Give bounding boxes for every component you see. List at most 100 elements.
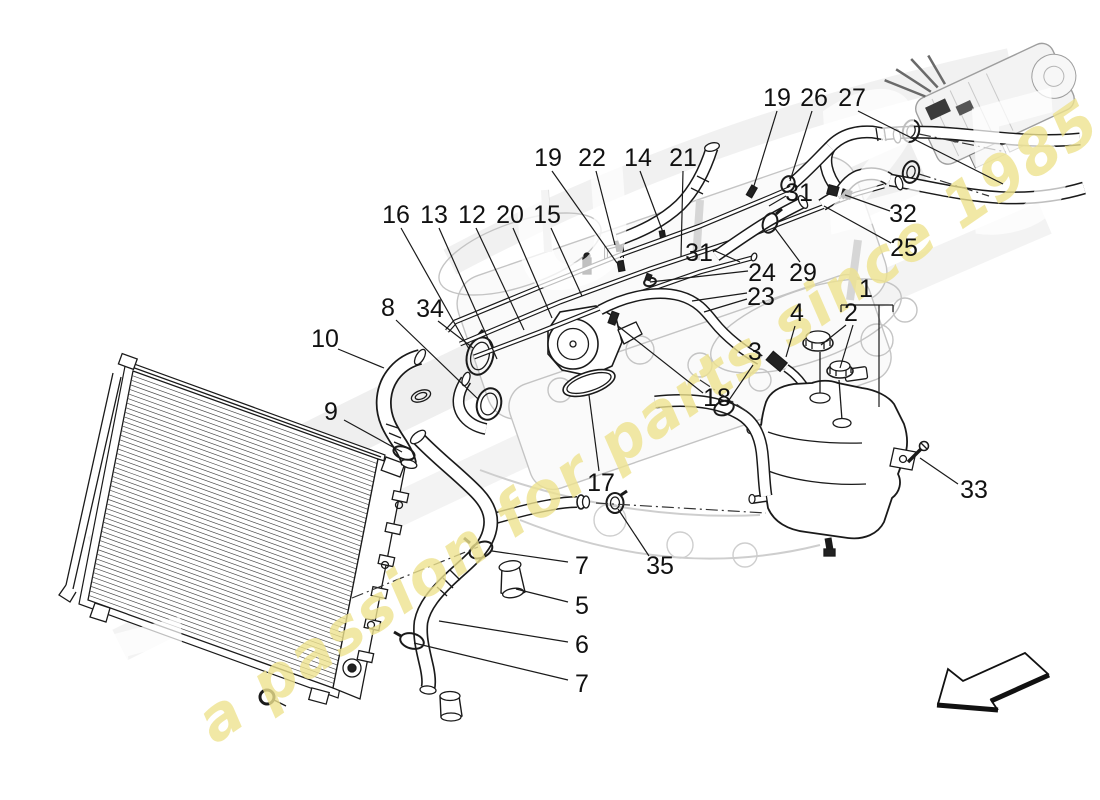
leader-line-31	[712, 249, 741, 263]
part-number-label-26[interactable]: 26	[800, 84, 828, 112]
part-number-label-31[interactable]: 31	[785, 179, 813, 207]
leader-line-8	[395, 319, 479, 400]
part-number-label-25[interactable]: 25	[890, 234, 918, 262]
radiator-fin-line	[95, 563, 341, 652]
radiator-fin-line	[103, 521, 349, 611]
direction-arrow	[936, 651, 1051, 713]
part-number-label-34[interactable]: 34	[416, 295, 444, 323]
radiator-fin-line	[113, 471, 359, 561]
part-number-label-17[interactable]: 17	[587, 469, 615, 497]
hose-10	[375, 348, 427, 470]
leader-line-17	[588, 394, 600, 472]
leader-line-33	[919, 457, 959, 485]
leader-line-34	[437, 320, 474, 349]
bolt-19	[745, 184, 758, 199]
radiator-fin-line	[91, 581, 337, 671]
part-number-label-14[interactable]: 14	[624, 144, 652, 172]
leader-line-7	[491, 550, 569, 563]
tank-cap-1	[802, 330, 834, 352]
part-number-label-2[interactable]: 2	[844, 299, 858, 327]
axis-line	[918, 173, 990, 197]
part-number-label-1[interactable]: 1	[859, 275, 873, 303]
radiator-fin-line	[100, 535, 346, 625]
part-number-label-8[interactable]: 8	[381, 294, 395, 322]
pipe-17	[487, 489, 628, 526]
leader-line-35	[617, 508, 650, 557]
hose-3	[654, 394, 773, 498]
axis-line	[699, 379, 749, 413]
leader-line-25	[823, 205, 892, 244]
radiator-fin-line	[127, 398, 373, 487]
line-art	[58, 119, 1086, 722]
part-number-label-19[interactable]: 19	[534, 144, 562, 172]
radiator-fin-line	[114, 462, 361, 551]
radiator-fin-line	[126, 402, 372, 492]
radiator-fin-line	[95, 558, 342, 648]
part-number-label-21[interactable]: 21	[669, 144, 697, 172]
radiator-fin-line	[123, 416, 370, 506]
gasket-8	[410, 389, 432, 403]
radiator-fin-line	[108, 494, 354, 583]
radiator-fin-line	[111, 480, 357, 570]
part-number-label-7[interactable]: 7	[575, 670, 589, 698]
part-number-label-12[interactable]: 12	[458, 201, 486, 229]
leader-line-23	[691, 292, 748, 302]
part-number-label-29[interactable]: 29	[789, 259, 817, 287]
part-number-label-4[interactable]: 4	[790, 299, 804, 327]
radiator-fin-line	[115, 457, 362, 547]
leader-line-23	[703, 298, 748, 313]
part-number-label-32[interactable]: 32	[889, 200, 917, 228]
part-number-label-24[interactable]: 24	[748, 259, 776, 287]
part-number-label-10[interactable]: 10	[311, 325, 339, 353]
hose-23	[597, 288, 808, 389]
part-number-label-27[interactable]: 27	[838, 84, 866, 112]
radiator-fin-line	[124, 411, 371, 501]
clamp-7-upper	[463, 536, 494, 560]
leader-line-5	[515, 588, 569, 603]
leader-line-19	[551, 170, 618, 264]
radiator-fin-line	[98, 544, 344, 634]
radiator-fin-line	[113, 466, 360, 556]
part-number-label-13[interactable]: 13	[420, 201, 448, 229]
part-number-label-9[interactable]: 9	[324, 398, 338, 426]
radiator-fin-line	[107, 498, 353, 588]
part-number-label-31[interactable]: 31	[685, 239, 713, 267]
hose-25	[818, 167, 1086, 211]
clamp-3	[713, 399, 735, 417]
part-number-label-16[interactable]: 16	[382, 201, 410, 229]
radiator-fin-line	[121, 430, 367, 519]
part-number-label-23[interactable]: 23	[747, 283, 775, 311]
leader-line-15	[550, 227, 583, 297]
leader-line-16	[400, 227, 470, 350]
part-number-label-35[interactable]: 35	[646, 552, 674, 580]
leader-line-32	[844, 194, 891, 212]
leader-line-2	[820, 324, 847, 346]
sensor-18	[607, 310, 620, 326]
leader-line-2	[839, 324, 854, 369]
part-number-label-19[interactable]: 19	[763, 84, 791, 112]
radiator-fin-line	[128, 393, 374, 483]
part-number-label-15[interactable]: 15	[533, 201, 561, 229]
fitting-4	[765, 350, 789, 373]
leader-line-21	[680, 170, 684, 258]
radiator-fin-line	[129, 388, 375, 478]
part-number-label-22[interactable]: 22	[578, 144, 606, 172]
part-number-label-3[interactable]: 3	[748, 338, 762, 366]
radiator	[58, 352, 410, 707]
part-number-label-20[interactable]: 20	[496, 201, 524, 229]
radiator-fin-line	[93, 572, 339, 661]
leader-line-10	[337, 348, 385, 369]
part-number-label-5[interactable]: 5	[575, 592, 589, 620]
radiator-fin-line	[131, 375, 378, 464]
part-number-label-6[interactable]: 6	[575, 631, 589, 659]
leader-line-20	[512, 227, 553, 319]
radiator-fin-line	[96, 553, 343, 643]
leader-line-12	[475, 227, 525, 331]
hose-29	[712, 195, 809, 261]
part-number-label-7[interactable]: 7	[575, 552, 589, 580]
axis-line	[351, 546, 479, 599]
part-number-label-18[interactable]: 18	[703, 384, 731, 412]
part-number-label-33[interactable]: 33	[960, 476, 988, 504]
clamp-8	[475, 387, 503, 421]
